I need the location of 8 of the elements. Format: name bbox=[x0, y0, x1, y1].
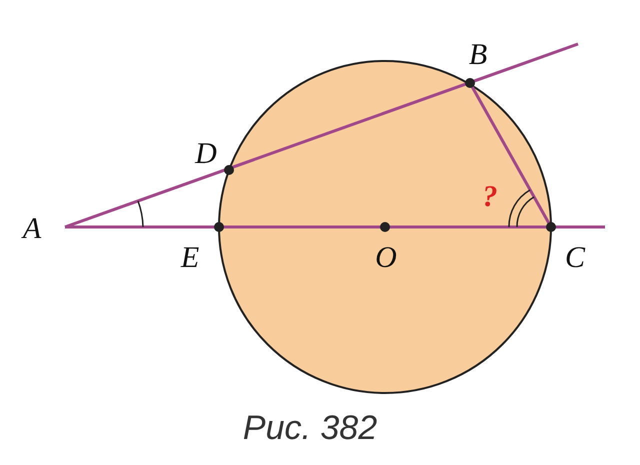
point-label: D bbox=[195, 139, 217, 169]
question-mark: ? bbox=[482, 182, 498, 212]
point-label: O bbox=[375, 243, 397, 273]
point-label: E bbox=[180, 243, 200, 273]
point-label: C bbox=[565, 243, 585, 273]
figure-caption: Рис. 382 bbox=[242, 411, 378, 445]
point-label: B bbox=[468, 40, 488, 70]
point-label: A bbox=[22, 214, 42, 244]
